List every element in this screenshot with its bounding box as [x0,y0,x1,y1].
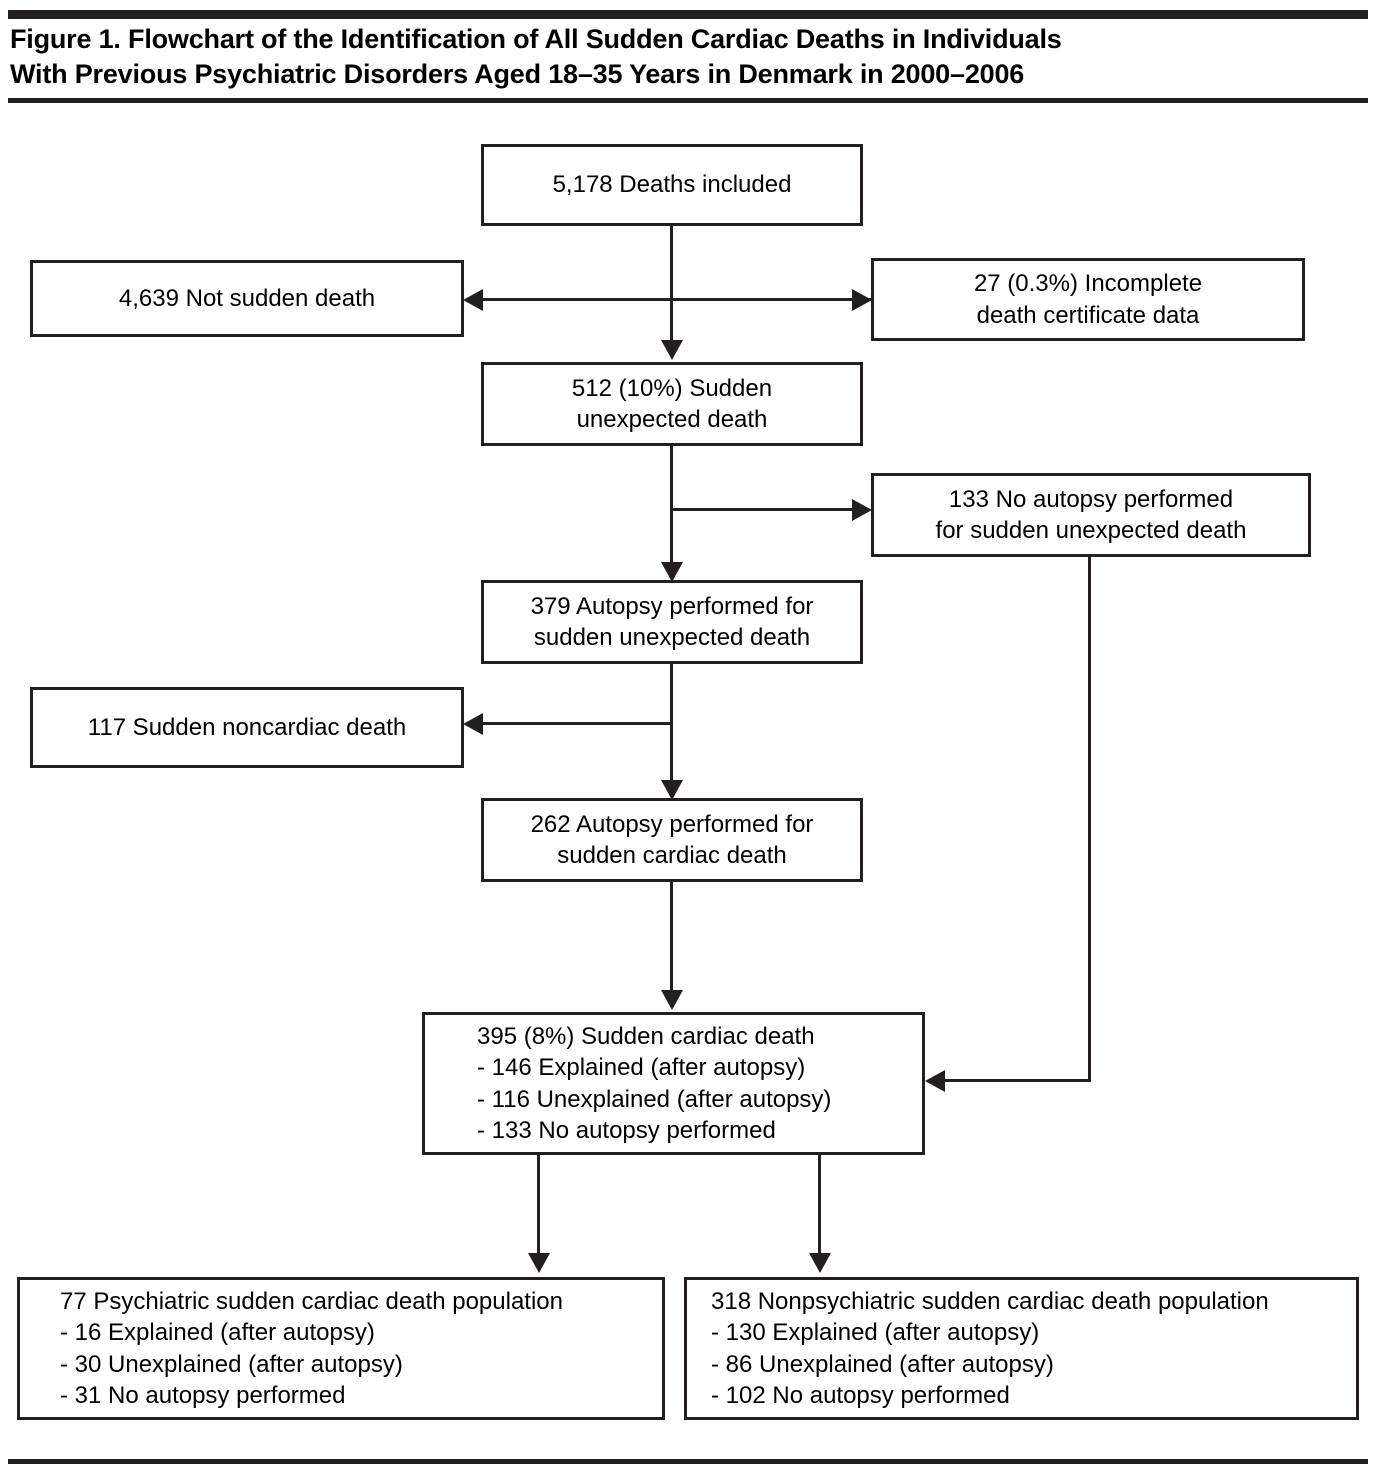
node-autopsy-sudden-cardiac-label: 262 Autopsy performed for sudden cardiac… [530,810,814,869]
node-sudden-noncardiac-death-label: 117 Sudden noncardiac death [87,713,407,741]
node-not-sudden-death-label: 4,639 Not sudden death [118,284,376,312]
connector-scd-autopsy-to-total [670,880,673,992]
arrow-total-to-nonpsych [809,1253,831,1273]
node-autopsy-sudden-unexpected[interactable]: 379 Autopsy performed for sudden unexpec… [481,580,863,664]
node-autopsy-sudden-cardiac[interactable]: 262 Autopsy performed for sudden cardiac… [481,798,863,882]
node-sudden-cardiac-death-total[interactable]: 395 (8%) Sudden cardiac death - 146 Expl… [422,1012,925,1155]
node-sudden-unexpected-death-label: 512 (10%) Sudden unexpected death [571,374,773,433]
connector-sudden-to-no-autopsy [671,508,856,511]
arrow-deaths-to-sudden [661,340,683,360]
node-deaths-included-label: 5,178 Deaths included [552,171,792,199]
node-sudden-unexpected-death[interactable]: 512 (10%) Sudden unexpected death [481,362,863,446]
node-psychiatric-population[interactable]: 77 Psychiatric sudden cardiac death popu… [17,1277,665,1420]
node-no-autopsy-sudden-unexpected[interactable]: 133 No autopsy performed for sudden unex… [871,473,1311,557]
title-bottom-rule [8,98,1368,103]
node-no-autopsy-sudden-unexpected-label: 133 No autopsy performed for sudden unex… [935,485,1247,544]
arrow-total-to-psych [528,1253,550,1273]
connector-no-autopsy-to-total [944,1079,1091,1082]
connector-deaths-to-sudden [670,223,673,348]
arrow-to-not-sudden [463,289,483,311]
node-psychiatric-population-label: 77 Psychiatric sudden cardiac death popu… [60,1288,563,1409]
node-incomplete-certificate-label: 27 (0.3%) Incomplete death certificate d… [973,270,1203,329]
arrow-to-incomplete-cert [852,289,872,311]
node-autopsy-sudden-unexpected-label: 379 Autopsy performed for sudden unexpec… [530,592,814,651]
top-rule [8,10,1368,19]
node-incomplete-certificate[interactable]: 27 (0.3%) Incomplete death certificate d… [871,258,1305,341]
arrow-no-autopsy-to-total [925,1070,945,1092]
node-nonpsychiatric-population-label: 318 Nonpsychiatric sudden cardiac death … [711,1288,1269,1409]
node-not-sudden-death[interactable]: 4,639 Not sudden death [30,260,464,337]
connector-no-autopsy-down [1088,557,1091,1082]
arrow-sudden-to-autopsy [661,562,683,582]
bottom-rule [8,1459,1368,1464]
connector-autopsy-to-noncardiac [482,722,672,725]
connector-sudden-to-autopsy [670,443,673,569]
connector-total-to-nonpsych [818,1152,821,1256]
connector-total-to-psych [537,1152,540,1256]
arrow-to-noncardiac [463,713,483,735]
node-sudden-cardiac-death-total-label: 395 (8%) Sudden cardiac death - 146 Expl… [477,1023,832,1144]
node-sudden-noncardiac-death[interactable]: 117 Sudden noncardiac death [30,687,464,768]
arrow-scd-autopsy-to-total [661,990,683,1010]
arrow-to-no-autopsy [852,499,872,521]
figure-title: Figure 1. Flowchart of the Identificatio… [10,24,1062,89]
arrow-autopsy-to-scd-autopsy [661,780,683,800]
node-nonpsychiatric-population[interactable]: 318 Nonpsychiatric sudden cardiac death … [684,1277,1359,1420]
node-deaths-included[interactable]: 5,178 Deaths included [481,144,863,226]
connector-deaths-side-split [482,298,871,301]
